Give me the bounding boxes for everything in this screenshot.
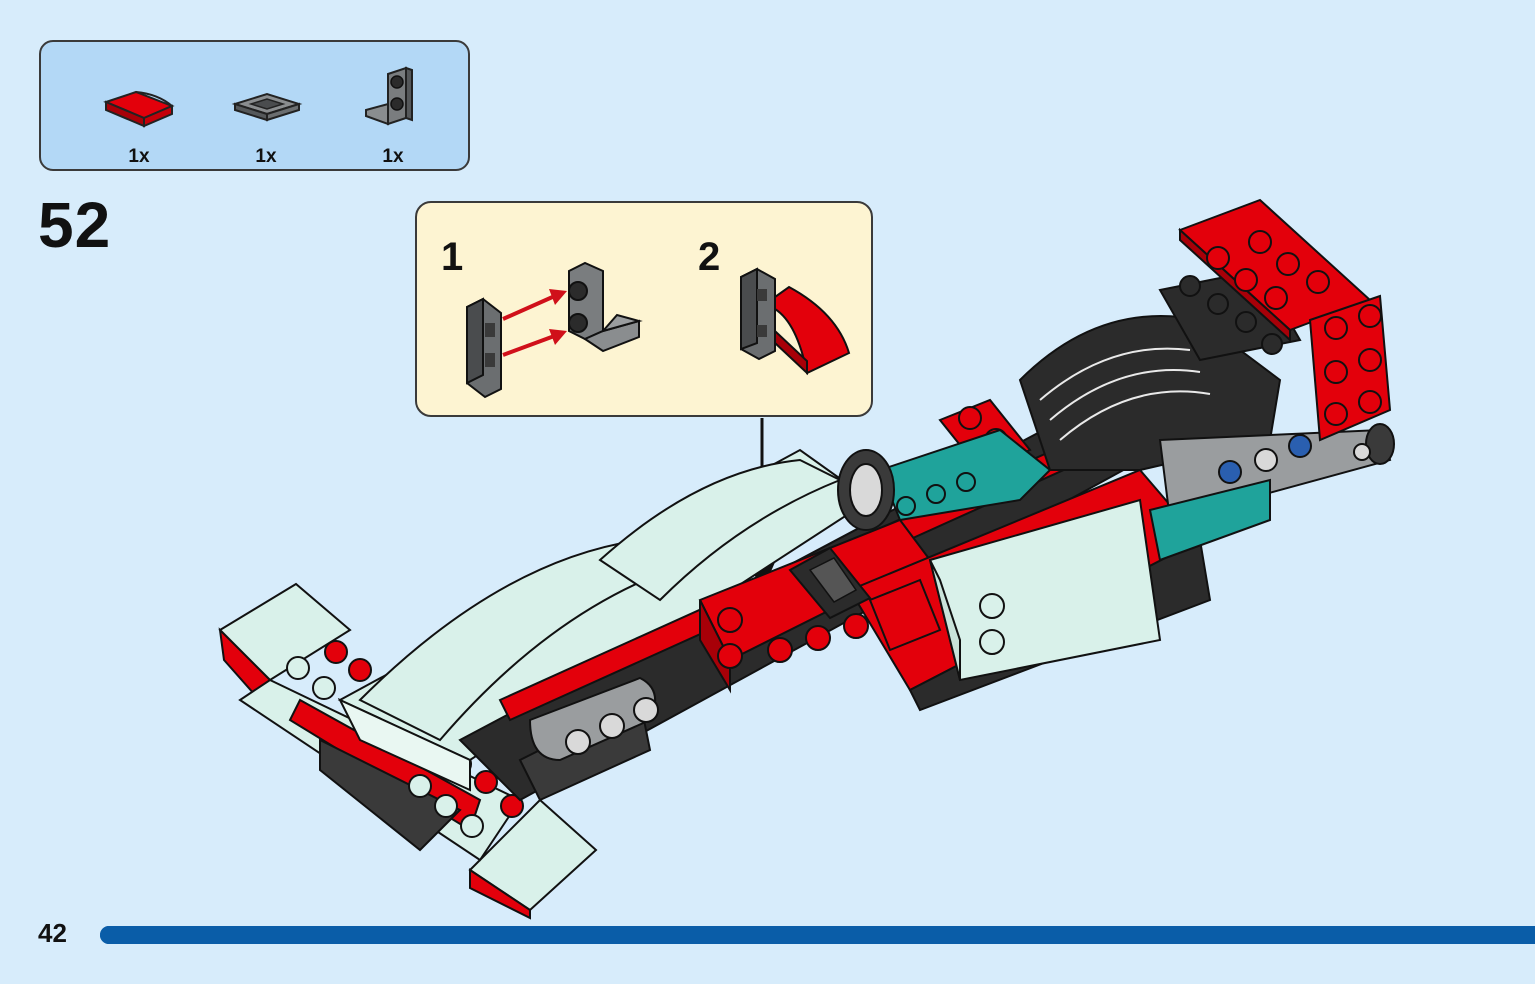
grey-bracket-icon	[568, 261, 643, 353]
page-number: 42	[38, 918, 67, 948]
grey-bracket-icon	[365, 66, 413, 126]
assembled-tile-slope-icon	[740, 267, 851, 376]
parts-list-box: 1x 1x 1x	[39, 40, 470, 171]
sub-assembly-callout: 1 2	[415, 201, 873, 417]
front-wing	[218, 582, 598, 920]
part-quantity: 1x	[128, 146, 150, 167]
part-grey-bracket: 1x	[348, 54, 438, 167]
sub-step-label-1: 1	[441, 235, 464, 279]
part-quantity: 1x	[382, 146, 404, 167]
part-quantity: 1x	[255, 146, 277, 167]
part-grey-tile: 1x	[221, 54, 311, 167]
grey-tile-vertical-icon	[466, 297, 502, 399]
placed-grey-tile	[788, 546, 872, 620]
sub-assembly-illustration	[466, 261, 851, 399]
progress-bar-fill	[100, 926, 1535, 944]
sub-step-label-2: 2	[698, 235, 721, 279]
rear-wing-studs	[1179, 230, 1382, 426]
rear-axle	[1148, 423, 1395, 562]
side-pod-studs	[717, 607, 869, 669]
grey-tile-icon	[231, 92, 303, 122]
step-number: 52	[38, 189, 112, 261]
red-curved-slope-icon	[103, 90, 175, 128]
red-arrow-icon	[502, 289, 567, 357]
part-red-curved-slope: 1x	[94, 54, 184, 167]
progress-bar	[100, 926, 1535, 944]
